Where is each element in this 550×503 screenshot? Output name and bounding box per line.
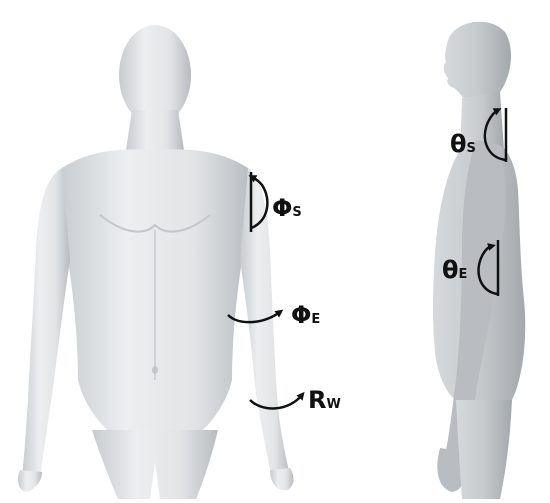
label-phi-s-subscript: S (292, 205, 302, 220)
front-neck (126, 110, 184, 150)
phi-s-rotation-indicator (248, 172, 269, 232)
label-r-w: RW (308, 388, 341, 412)
label-theta-e-symbol: θ (442, 256, 459, 284)
theta-s-rotation-indicator (483, 108, 508, 162)
label-theta-s-symbol: θ (450, 130, 467, 158)
front-body-figure (18, 25, 294, 499)
r-w-rotation-indicator (249, 391, 305, 410)
label-phi-e-symbol: Φ (291, 301, 312, 329)
side-head (443, 21, 512, 107)
side-arm (446, 140, 506, 455)
front-right-hand (270, 468, 294, 491)
front-left-hand (18, 470, 42, 492)
label-phi-s-symbol: Φ (272, 194, 293, 222)
phi-e-rotation-indicator (227, 309, 284, 324)
side-hand (437, 448, 467, 492)
label-phi-s: ΦS (272, 196, 302, 220)
side-legs (456, 400, 512, 499)
front-legs (92, 430, 218, 499)
label-r-w-symbol: R (308, 386, 327, 414)
label-theta-s-subscript: S (466, 141, 476, 156)
front-left-arm (22, 168, 70, 478)
label-theta-e-subscript: E (458, 267, 468, 282)
label-phi-e: ΦE (291, 303, 320, 327)
label-r-w-subscript: W (326, 397, 341, 412)
label-theta-s: θS (450, 132, 476, 156)
theta-e-rotation-indicator (477, 240, 500, 296)
front-head (119, 25, 191, 125)
front-right-arm (240, 168, 290, 478)
label-theta-e: θE (442, 258, 467, 282)
label-phi-e-subscript: E (311, 312, 321, 327)
